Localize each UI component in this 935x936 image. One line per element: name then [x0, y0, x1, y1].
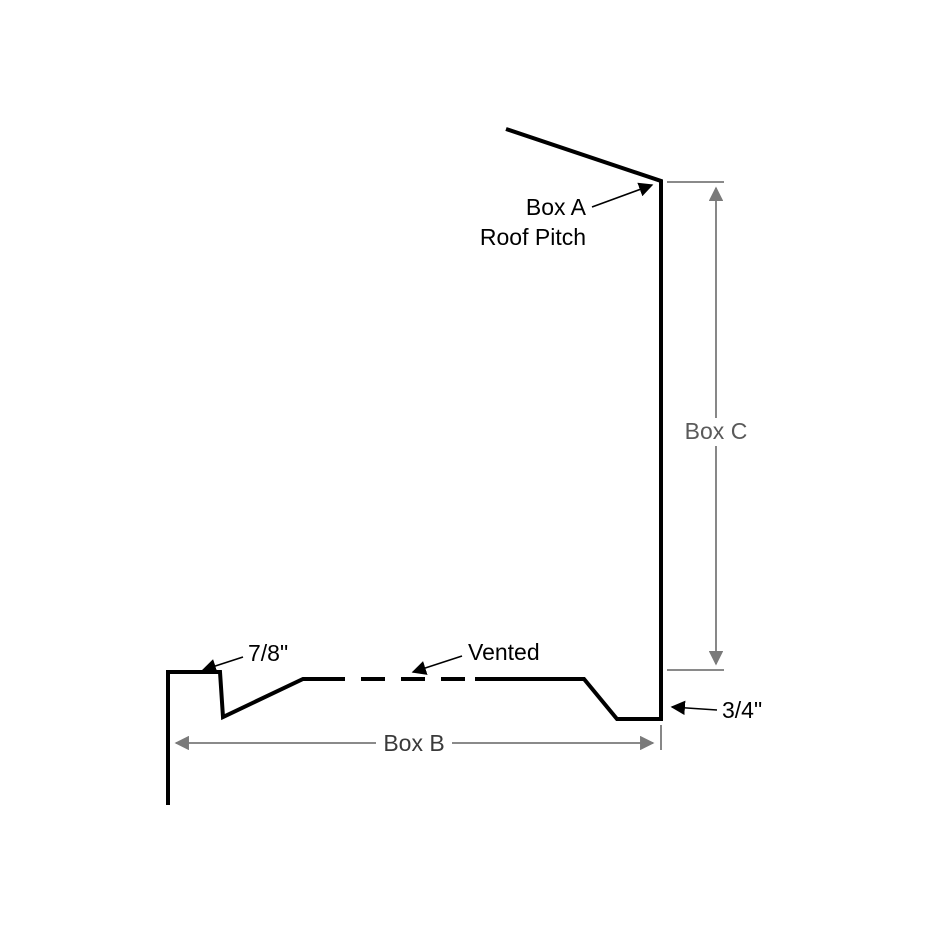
roof-pitch-label: Roof Pitch [480, 224, 586, 250]
vented-leader [411, 655, 463, 675]
box-a-leader [591, 182, 654, 208]
box-c-label: Box C [685, 418, 748, 444]
hem-dimension-label: 3/4" [722, 697, 762, 723]
box-a-label: Box A [526, 194, 587, 220]
step-dimension-leader [201, 656, 244, 673]
profile-right-section [475, 127, 663, 721]
vented-label: Vented [468, 639, 540, 665]
profile-left-section [166, 670, 345, 805]
step-dimension-label: 7/8" [248, 640, 288, 666]
hem-dimension-leader [670, 700, 718, 716]
box-b-label: Box B [383, 730, 444, 756]
